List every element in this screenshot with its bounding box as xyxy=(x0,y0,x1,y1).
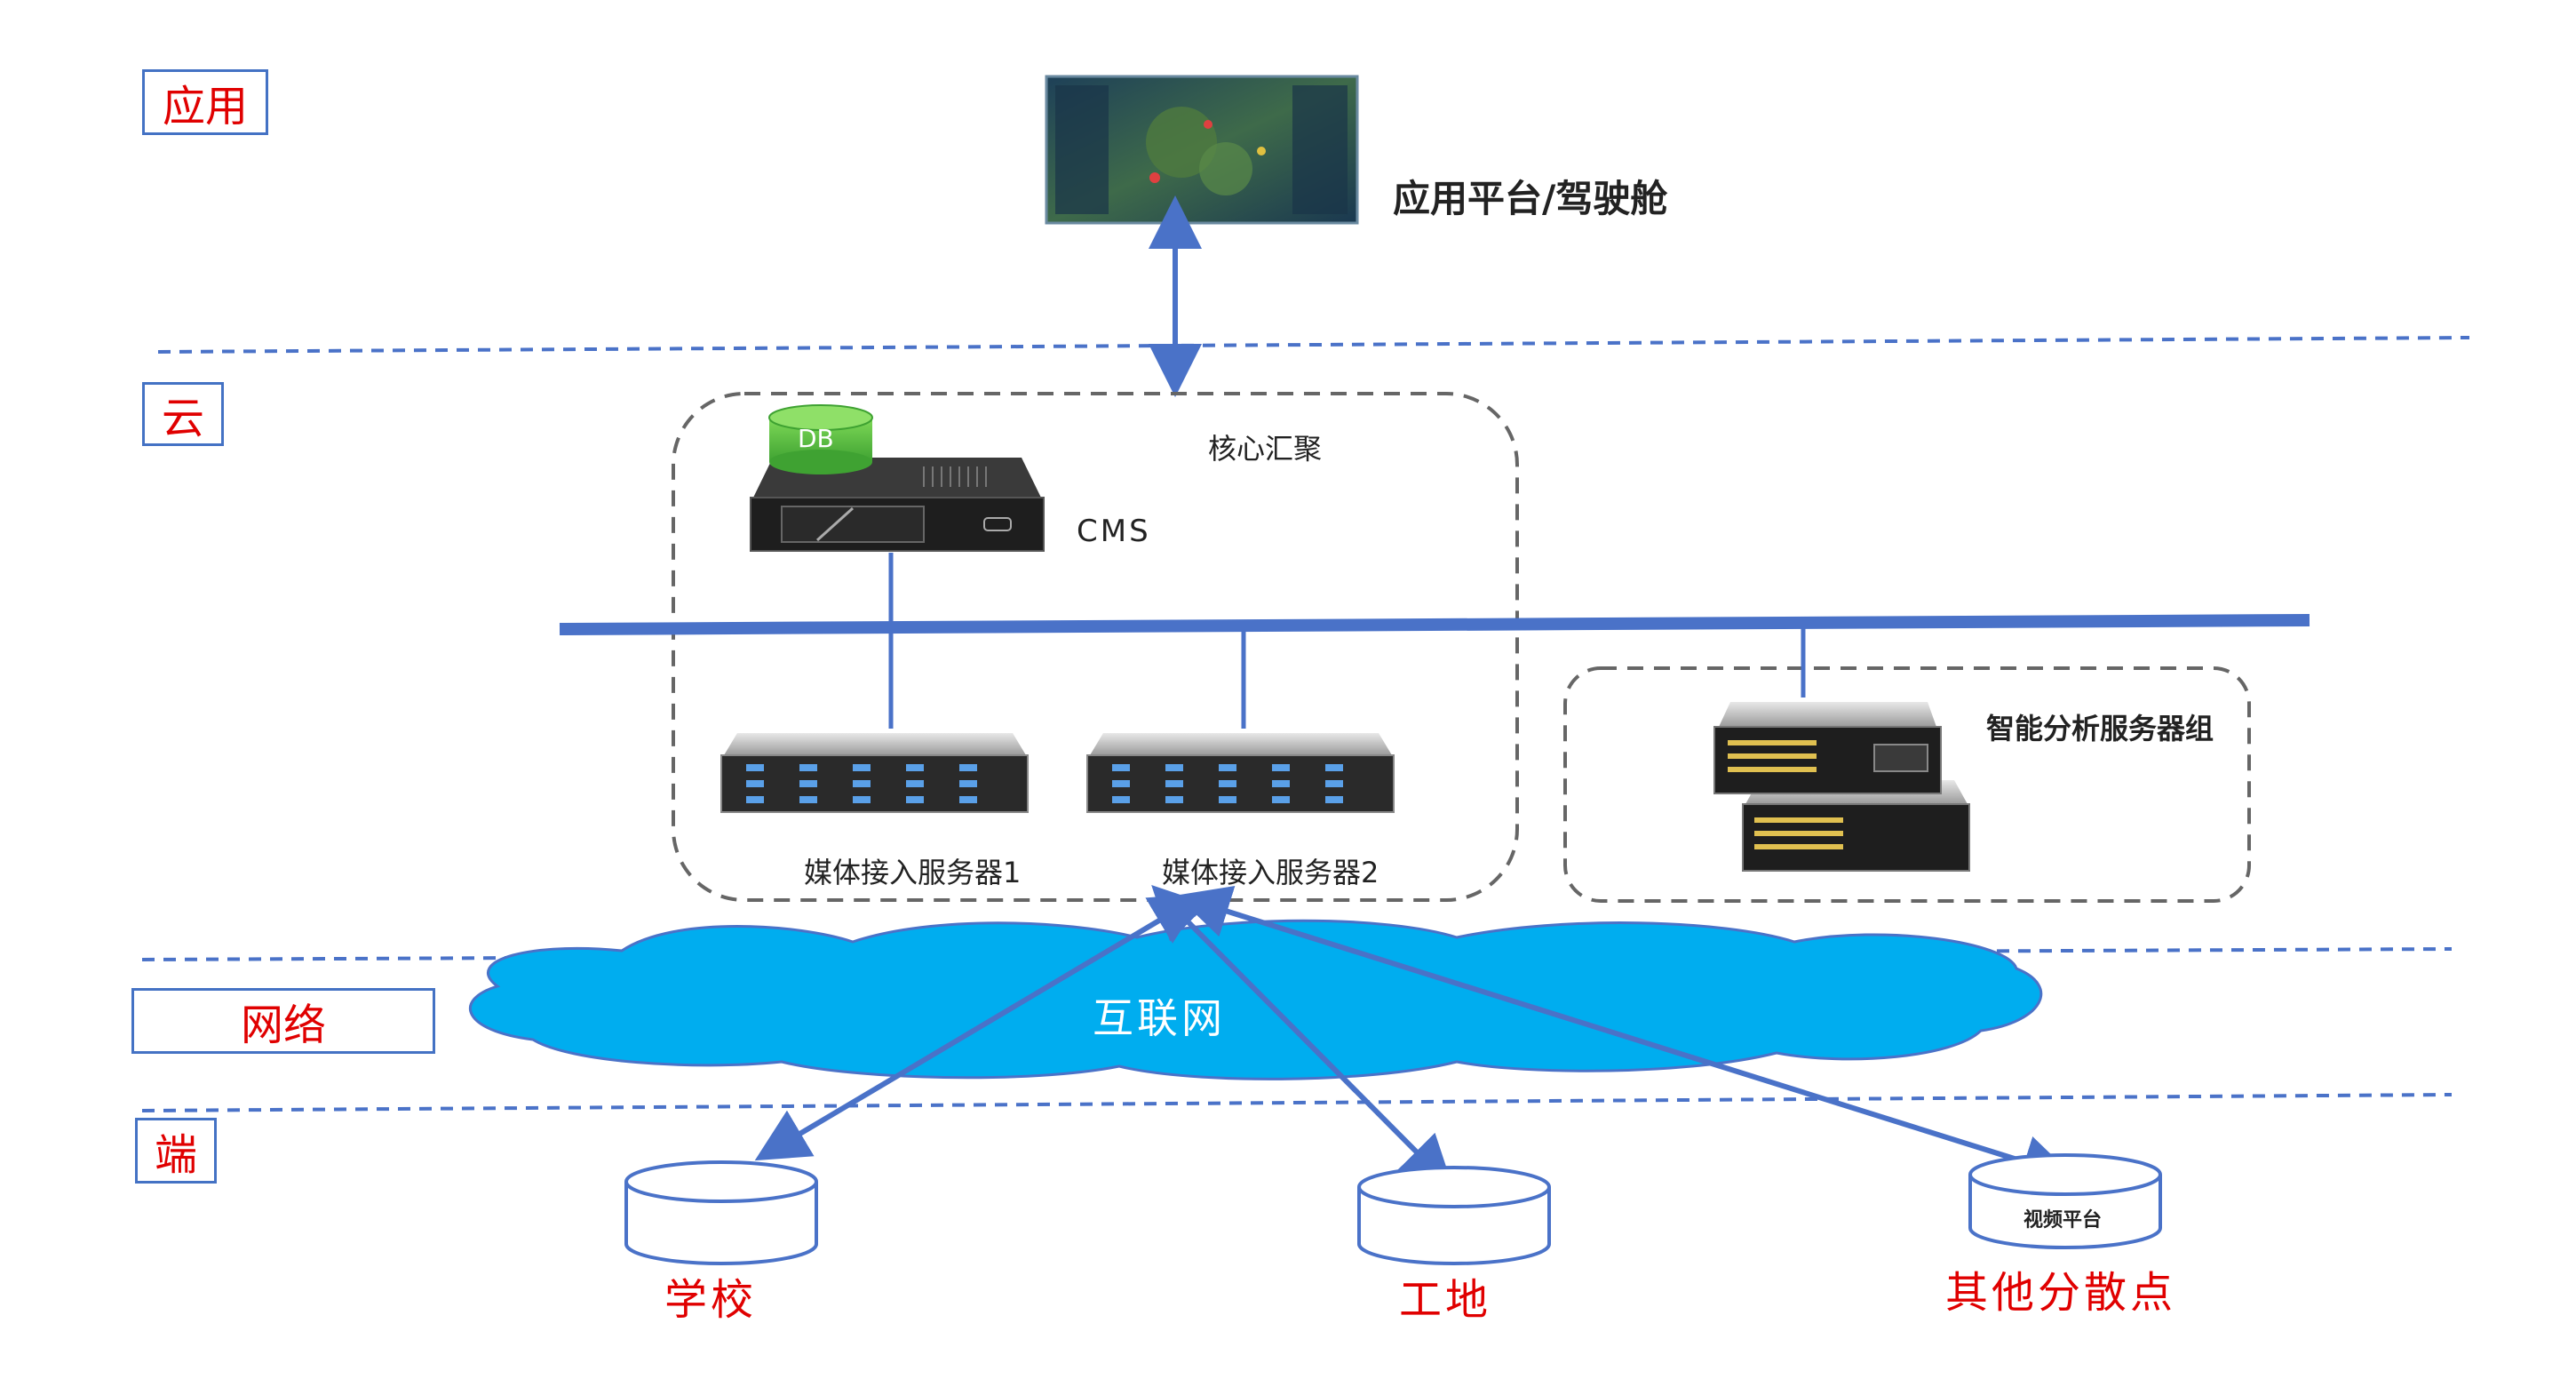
layer-label-cloud: 云 xyxy=(142,382,224,446)
endpoint-school-label: 学校 xyxy=(664,1275,758,1325)
ai-group-box xyxy=(1563,666,2251,903)
media-server-1 xyxy=(720,733,1029,813)
media-server-1-label: 媒体接入服务器1 xyxy=(804,856,1022,889)
school-cylinder xyxy=(624,1160,818,1265)
arrow-school xyxy=(754,893,1205,1161)
endpoint-site-label: 工地 xyxy=(1399,1275,1492,1325)
others-cylinder xyxy=(1968,1153,2162,1249)
site-cylinder xyxy=(1357,1166,1551,1265)
ai-servers xyxy=(1713,702,1970,872)
endpoint-others-label: 其他分散点 xyxy=(1945,1268,2177,1318)
media-server-2-label: 媒体接入服务器2 xyxy=(1162,856,1379,889)
separator-app-cloud xyxy=(157,336,2470,354)
arrow-others xyxy=(1176,885,2076,1188)
internet-cloud xyxy=(469,919,2043,1080)
network-bus xyxy=(559,614,2310,635)
layer-label-edge: 端 xyxy=(135,1118,217,1184)
media-server-2 xyxy=(1086,733,1395,813)
endpoint-arrows xyxy=(754,884,2076,1190)
db-cylinder xyxy=(768,404,873,474)
layer-label-network: 网络 xyxy=(131,988,435,1054)
separator-network-edge xyxy=(141,1093,2453,1112)
app-platform-label: 应用平台/驾驶舱 xyxy=(1393,177,1668,220)
video-platform-label: 视频平台 xyxy=(2023,1209,2103,1232)
ai-group-label: 智能分析服务器组 xyxy=(1986,712,2214,745)
db-label: DB xyxy=(798,424,834,453)
core-group-label: 核心汇聚 xyxy=(1208,432,1323,466)
cms-label: CMS xyxy=(1077,514,1151,549)
endpoint-cylinders xyxy=(624,1153,2162,1265)
internet-label: 互联网 xyxy=(1093,994,1226,1042)
layer-label-app: 应用 xyxy=(142,69,268,135)
app-platform-screen xyxy=(1045,75,1359,225)
